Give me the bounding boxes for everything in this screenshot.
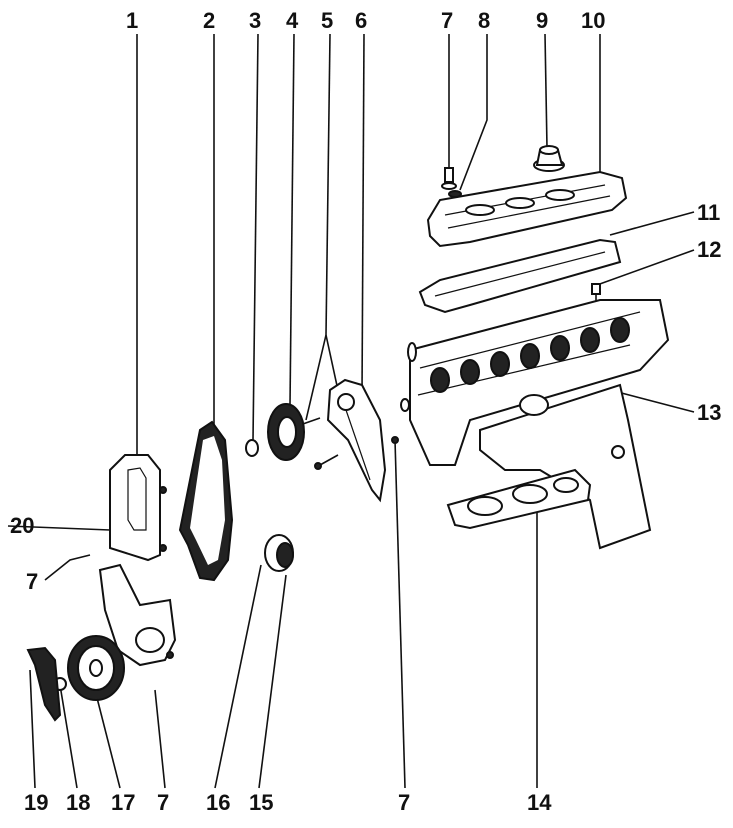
callout-labels: 1 2 3 4 5 6 7 8 9 10 11 12 13 20 7 19 18… — [10, 8, 721, 815]
callout-15: 15 — [249, 790, 273, 815]
v-belt — [26, 646, 62, 722]
callout-17: 17 — [111, 790, 135, 815]
valve-cover-gasket — [418, 238, 622, 314]
callout-16: 16 — [206, 790, 230, 815]
tensioner-pulley — [264, 534, 294, 572]
head-lower-casting — [479, 383, 652, 550]
head-gasket — [446, 468, 592, 530]
crankshaft-pulley — [67, 635, 125, 701]
callout-19: 19 — [24, 790, 48, 815]
lower-timing-cover — [98, 563, 177, 667]
callout-14: 14 — [527, 790, 552, 815]
callout-5: 5 — [321, 8, 333, 33]
rear-timing-cover — [326, 378, 387, 503]
oil-filler-cap — [533, 145, 565, 172]
cover-bolt-and-washer — [441, 167, 462, 198]
callout-6: 6 — [355, 8, 367, 33]
callout-13: 13 — [697, 400, 721, 425]
camshaft — [430, 317, 630, 393]
callout-7-bottom-left: 7 — [157, 790, 169, 815]
callout-3: 3 — [249, 8, 261, 33]
callout-10: 10 — [581, 8, 605, 33]
callout-1: 1 — [126, 8, 138, 33]
callout-18: 18 — [66, 790, 90, 815]
camshaft-sprocket — [267, 403, 305, 461]
callout-8: 8 — [478, 8, 490, 33]
upper-timing-cover — [109, 454, 167, 562]
valve-cover — [426, 170, 628, 248]
callout-9: 9 — [536, 8, 548, 33]
callout-12: 12 — [697, 237, 721, 262]
callout-2: 2 — [203, 8, 215, 33]
leader-lines — [7, 33, 695, 789]
callout-11: 11 — [697, 200, 720, 225]
callout-7-left: 7 — [26, 569, 38, 594]
key-plug — [245, 439, 259, 457]
timing-belt — [178, 420, 234, 582]
callout-7-top: 7 — [441, 8, 453, 33]
callout-4: 4 — [286, 8, 299, 33]
callout-7-bottom-right: 7 — [398, 790, 410, 815]
cylinder-head — [400, 299, 670, 466]
